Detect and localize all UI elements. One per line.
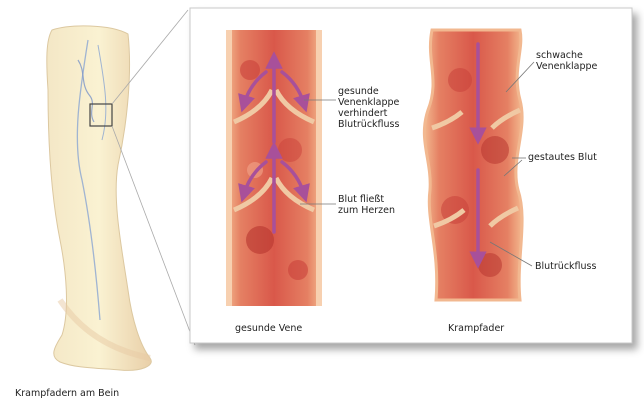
varicose-vein: [424, 30, 534, 300]
caption-varicose-vein: Krampfader: [448, 323, 504, 334]
label-blood-flow: Blut fließt zum Herzen: [338, 194, 395, 216]
healthy-vein: [226, 30, 336, 306]
label-backflow: Blutrückfluss: [535, 261, 596, 272]
label-weak-valve: schwache Venenklappe: [536, 50, 597, 72]
label-healthy-valve: gesunde Venenklappe verhindert Blutrückf…: [338, 86, 399, 130]
label-pooled-blood: gestautes Blut: [528, 152, 597, 163]
leg-illustration: [47, 10, 195, 370]
caption-leg: Krampfadern am Bein: [15, 388, 119, 399]
caption-healthy-vein: gesunde Vene: [235, 323, 302, 334]
